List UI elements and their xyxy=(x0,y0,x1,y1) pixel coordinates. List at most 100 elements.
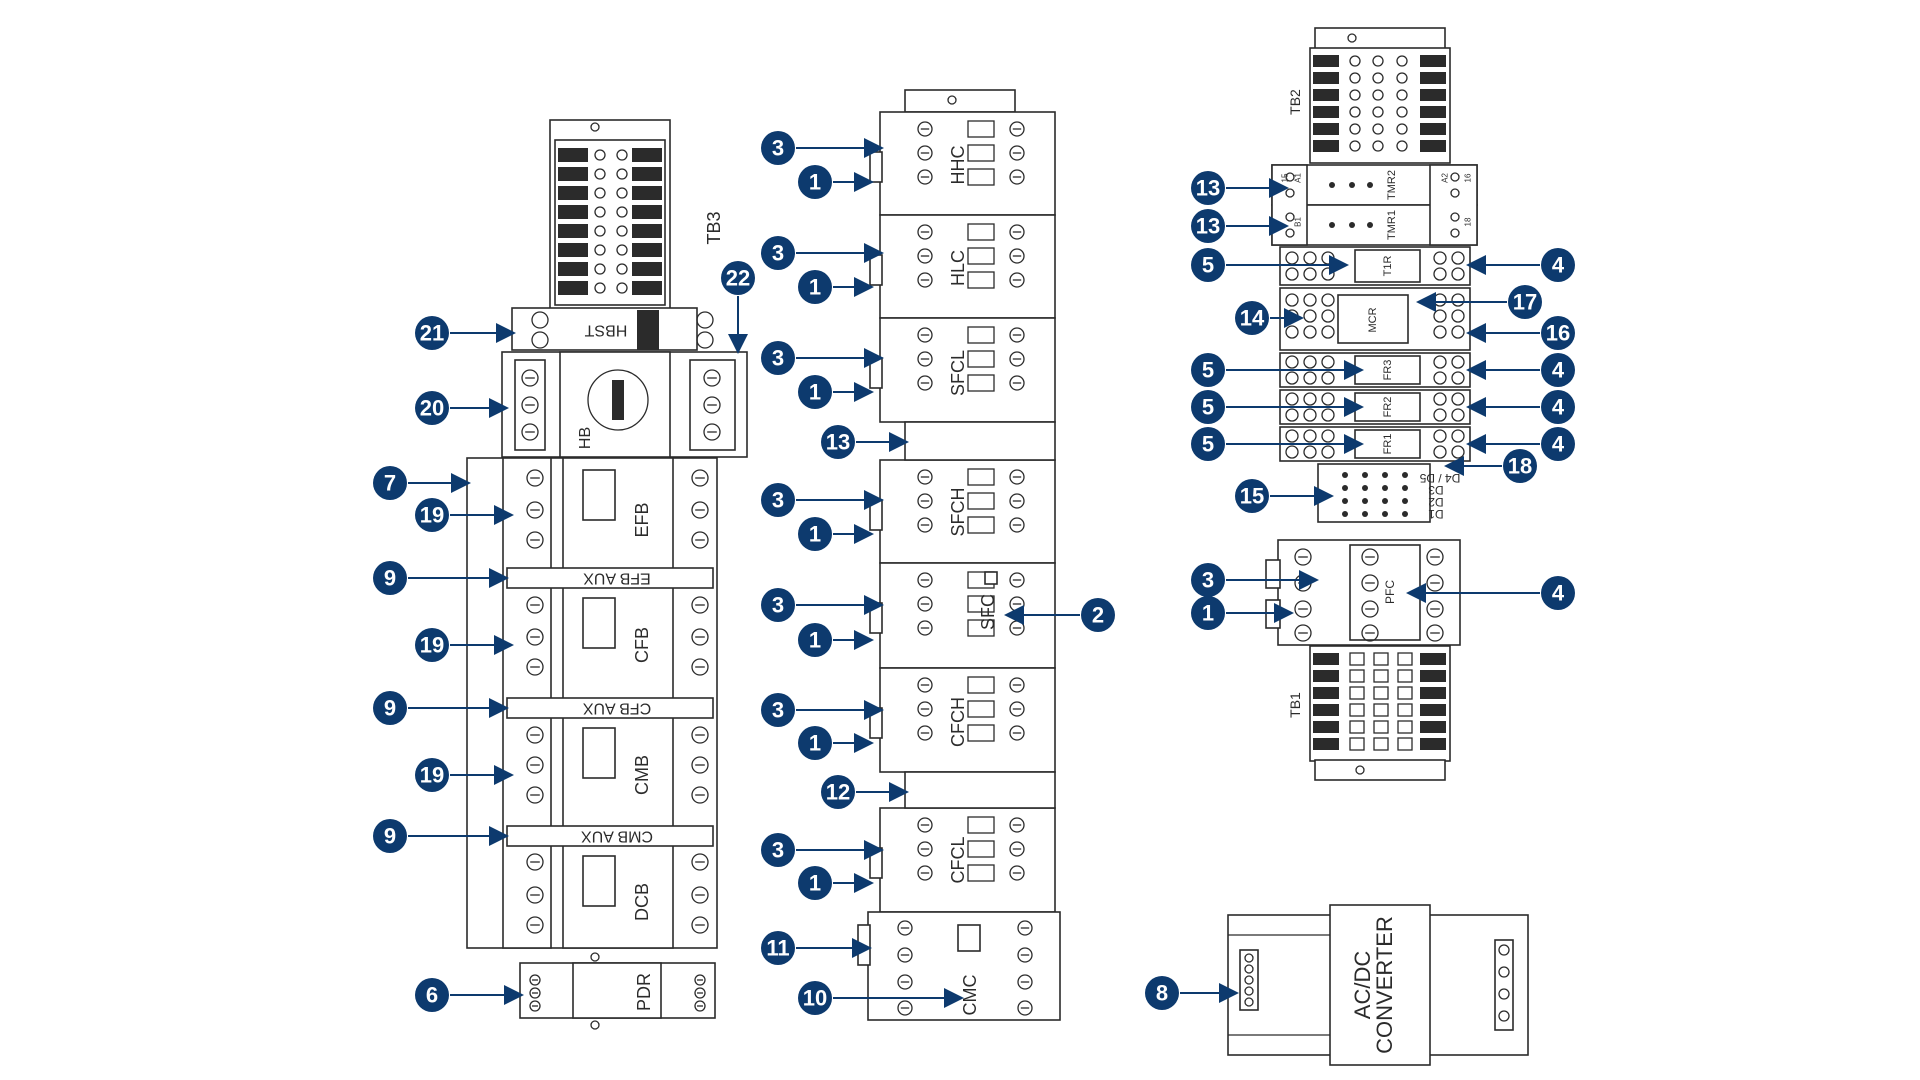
terminal-point xyxy=(1396,140,1408,152)
relay-terminal xyxy=(1321,408,1335,422)
terminal-point xyxy=(616,244,628,256)
relay-terminal xyxy=(1433,267,1447,281)
callout-3: 3 xyxy=(761,693,884,727)
screw-terminal xyxy=(917,145,933,161)
terminal-point xyxy=(1450,188,1460,198)
timer-dial xyxy=(1367,222,1373,228)
timer-dial xyxy=(1349,182,1355,188)
callout-number: 9 xyxy=(384,566,396,591)
callout-number: 22 xyxy=(726,266,750,291)
screw-terminal xyxy=(526,786,544,804)
callout-number: 17 xyxy=(1513,290,1537,315)
screw-terminal xyxy=(526,756,544,774)
screw-terminal xyxy=(917,596,933,612)
screw-terminal xyxy=(526,726,544,744)
relay-terminal xyxy=(1303,293,1317,307)
relay-terminal xyxy=(1303,267,1317,281)
terminal-point xyxy=(616,187,628,199)
screw-terminal xyxy=(691,531,709,549)
screw-terminal xyxy=(917,841,933,857)
terminal-point xyxy=(594,282,606,294)
connector-pin xyxy=(1498,944,1510,956)
terminal-clamp xyxy=(1313,704,1339,716)
screw-terminal xyxy=(521,369,539,387)
screw-terminal xyxy=(526,853,544,871)
terminal-point xyxy=(594,168,606,180)
hlc-label: HLC xyxy=(948,250,968,286)
terminal-clamp xyxy=(558,205,588,219)
terminal-point xyxy=(1285,172,1295,182)
callout-number: 1 xyxy=(1202,601,1214,626)
d1-label: D1 xyxy=(1428,507,1444,521)
terminal-slot xyxy=(1373,669,1389,683)
screw-terminal xyxy=(691,756,709,774)
timer-relays: TMR2 TMR1 A1 B1 15 A2 16 18 xyxy=(1271,164,1478,246)
pfc-label: PFC xyxy=(1383,580,1397,604)
tmr2-label: TMR2 xyxy=(1386,170,1398,200)
callout-number: 19 xyxy=(420,503,444,528)
terminal-clamp xyxy=(632,243,662,257)
screw-terminal xyxy=(694,974,706,986)
callout-5: 5 xyxy=(1191,390,1364,424)
relay-terminal xyxy=(1303,325,1317,339)
screw-terminal xyxy=(1426,624,1444,642)
callout-number: 2 xyxy=(1092,603,1104,628)
screw-terminal xyxy=(1009,725,1025,741)
callout-number: 5 xyxy=(1202,253,1214,278)
screw-terminal xyxy=(1294,600,1312,618)
callout-1: 1 xyxy=(798,866,874,900)
timer-dial xyxy=(1329,222,1335,228)
contactor-module xyxy=(869,317,1056,423)
relay-terminal xyxy=(1451,293,1465,307)
timer-dial xyxy=(1367,182,1373,188)
callout-number: 4 xyxy=(1552,358,1565,383)
screw-terminal xyxy=(691,726,709,744)
cfb-aux-label: CFB AUX xyxy=(582,700,651,717)
terminal-clamp xyxy=(558,148,588,162)
screw-terminal xyxy=(917,517,933,533)
relay-terminal xyxy=(1321,309,1335,323)
terminal-a2-label: A2 xyxy=(1441,173,1450,183)
callout-21: 21 xyxy=(415,316,516,350)
terminal-clamp xyxy=(632,281,662,295)
callout-number: 1 xyxy=(809,380,821,405)
terminal-slot xyxy=(1349,652,1365,666)
screw-terminal xyxy=(1009,817,1025,833)
relay-terminal xyxy=(1433,445,1447,459)
screw-terminal xyxy=(526,916,544,934)
terminal-clamp xyxy=(1313,55,1339,67)
relay-terminal xyxy=(1285,371,1299,385)
screw-terminal xyxy=(1009,145,1025,161)
screw-terminal xyxy=(703,423,721,441)
relay-terminal xyxy=(1321,325,1335,339)
terminal-point xyxy=(1396,55,1408,67)
hb-disconnect: HB xyxy=(501,351,748,458)
screw-terminal xyxy=(1294,548,1312,566)
callout-number: 12 xyxy=(826,780,850,805)
terminal-clamp xyxy=(1420,653,1446,665)
relay-terminal xyxy=(1321,429,1335,443)
terminal-slot xyxy=(1397,652,1413,666)
callout-1: 1 xyxy=(1191,596,1294,630)
pfc-contactor: PFC xyxy=(1265,539,1461,646)
callout-number: 16 xyxy=(1546,321,1570,346)
screw-terminal xyxy=(694,987,706,999)
fr1-label: FR1 xyxy=(1382,434,1394,455)
terminal-15-label: 15 xyxy=(1281,173,1290,182)
callout-13: 13 xyxy=(821,425,909,459)
fr2-label: FR2 xyxy=(1382,397,1394,418)
callout-number: 4 xyxy=(1552,395,1565,420)
diode-lead xyxy=(1342,498,1348,504)
diode-lead xyxy=(1342,485,1348,491)
screw-terminal xyxy=(1294,624,1312,642)
tb2-terminal-block: TB2 xyxy=(1287,27,1451,164)
terminal-slot xyxy=(1349,686,1365,700)
center-panel: HHC HLC SFCL SFCH SFC CFCH CFCL CMC xyxy=(857,89,1061,1021)
terminal-clamp xyxy=(1313,140,1339,152)
relay-terminal xyxy=(1285,445,1299,459)
screw-terminal xyxy=(917,375,933,391)
callout-3: 3 xyxy=(761,483,884,517)
screw-terminal xyxy=(1009,572,1025,588)
screw-terminal xyxy=(1017,1000,1033,1016)
terminal-16-label: 16 xyxy=(1464,173,1473,182)
